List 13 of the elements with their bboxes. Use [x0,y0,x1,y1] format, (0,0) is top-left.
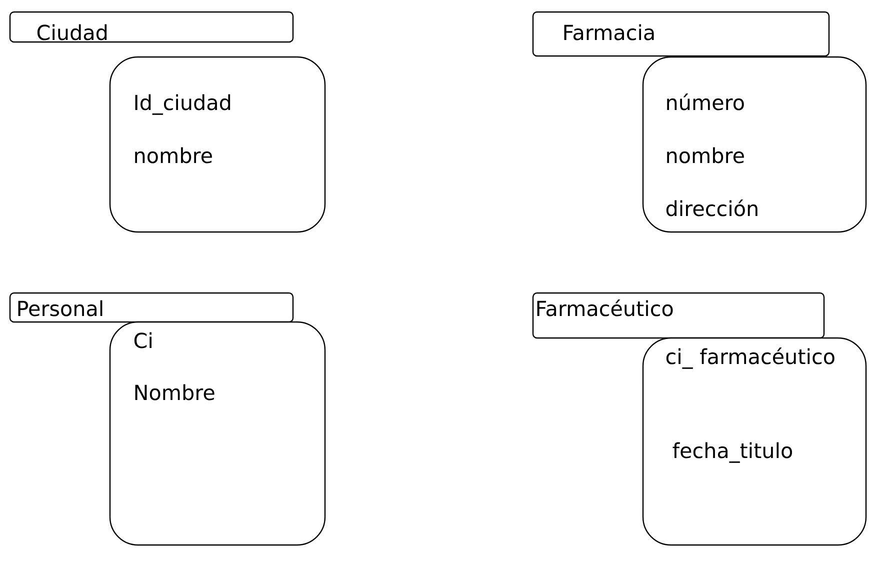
attribute-text: dirección [666,199,758,216]
attribute-text: ci_ farmacéutico [666,347,834,369]
entity-name: Ciudad [37,24,107,40]
entity-name: Personal [18,300,102,316]
entity-name: Farmacia [564,24,654,40]
attribute-text: Id_ciudad [135,94,230,115]
entity-name: Farmacéutico [537,299,673,316]
attribute-text: Nombre [135,384,214,400]
attribute-text: fecha_titulo [672,442,792,463]
attribute-text: número [667,93,744,110]
attribute-text: nombre [135,147,212,164]
attribute-text: nombre [667,147,744,164]
attribute-text: Ci [134,332,152,348]
